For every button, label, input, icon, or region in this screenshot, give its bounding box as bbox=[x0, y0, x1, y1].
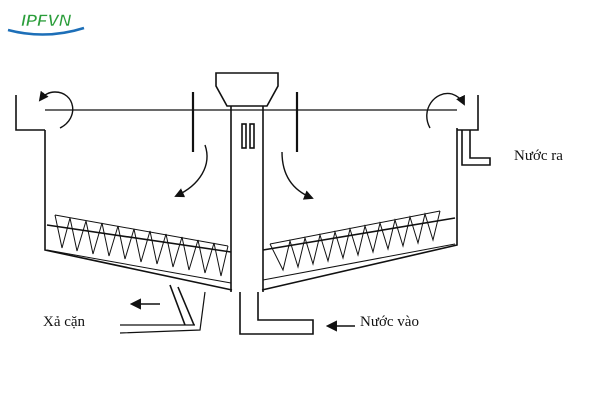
sludge-zone-bottom-left bbox=[46, 249, 232, 284]
inlet-pipe bbox=[239, 292, 314, 335]
curved-arrow-icon bbox=[38, 90, 74, 129]
outlet-label: Nước ra bbox=[514, 148, 563, 164]
left-overflow-weir bbox=[15, 95, 45, 131]
right-overflow-weir bbox=[457, 95, 479, 131]
sludge-zone-top-left bbox=[46, 224, 232, 253]
column-slot-right bbox=[249, 123, 255, 149]
sludge-pipe-2 bbox=[177, 286, 195, 326]
inlet-funnel bbox=[215, 72, 279, 107]
outlet-pipe bbox=[461, 130, 491, 166]
tank-wall-right bbox=[261, 128, 458, 291]
curved-arrow-icon bbox=[426, 92, 465, 129]
curved-arrow-icon bbox=[174, 144, 208, 198]
scraper-blades-left bbox=[54, 214, 229, 277]
sludge-discharge-line-2 bbox=[119, 291, 206, 334]
logo-text: IPFVN bbox=[21, 11, 72, 30]
logo-swoosh bbox=[7, 26, 85, 36]
sludge-pipe-1 bbox=[169, 284, 186, 326]
ipfvn-logo: IPFVN bbox=[7, 11, 85, 36]
column-slot-left bbox=[241, 123, 247, 149]
scraper-blades-right bbox=[269, 210, 441, 272]
sludge-zone-bottom-right bbox=[262, 243, 456, 281]
sludge-discharge-label: Xả cặn bbox=[43, 314, 86, 330]
curved-arrow-icon bbox=[281, 151, 314, 200]
inlet-label: Nước vào bbox=[360, 314, 419, 330]
tank-wall-left bbox=[44, 130, 233, 291]
